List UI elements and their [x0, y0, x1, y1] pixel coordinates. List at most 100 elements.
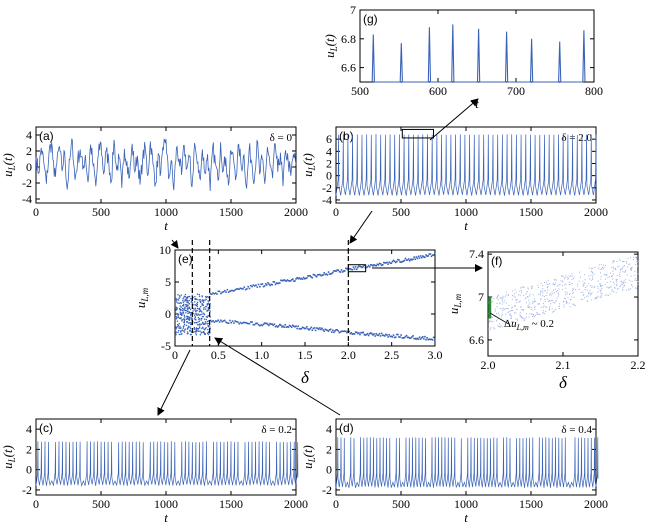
band-point — [203, 301, 205, 304]
zoom-point — [608, 287, 610, 289]
zoom-point — [568, 284, 570, 286]
zoom-point — [563, 304, 565, 306]
zoom-point — [511, 290, 513, 292]
band-point — [197, 327, 200, 330]
zoom-point — [623, 285, 625, 287]
x-tick-label: 0 — [333, 205, 339, 219]
zoom-point — [507, 312, 509, 314]
zoom-point — [554, 284, 556, 286]
zoom-point — [566, 291, 568, 293]
zoom-point — [516, 318, 518, 320]
band-point — [175, 334, 177, 336]
branch-point — [213, 293, 216, 295]
branch-point — [416, 257, 419, 260]
branch-point — [221, 320, 223, 323]
branch-point — [400, 334, 402, 336]
zoom-point — [628, 264, 630, 266]
band-point — [201, 299, 203, 301]
zoom-point — [528, 316, 530, 318]
band-point — [208, 324, 210, 327]
band-point — [201, 327, 203, 330]
zoom-point — [613, 273, 615, 275]
band-point — [182, 299, 184, 302]
band-point — [181, 314, 183, 316]
branch-point — [322, 273, 324, 276]
branch-point — [212, 292, 214, 294]
branch-point — [235, 288, 238, 290]
x-tick-label: 1000 — [454, 497, 478, 511]
zoom-point — [565, 298, 567, 300]
branch-point — [289, 325, 292, 327]
zoom-point — [544, 290, 546, 292]
zoom-point — [552, 301, 554, 303]
band-point — [207, 300, 209, 302]
x-tick-label: 500 — [92, 205, 110, 219]
zoom-point — [583, 294, 585, 296]
band-point — [176, 316, 178, 318]
zoom-point — [546, 283, 548, 285]
plot-frame — [35, 126, 297, 204]
branch-point — [271, 323, 274, 325]
branch-point — [338, 270, 341, 273]
zoom-point — [634, 279, 636, 281]
band-point — [182, 327, 185, 329]
zoom-point — [612, 266, 614, 268]
zoom-point — [571, 275, 573, 277]
zoom-point — [542, 312, 544, 314]
band-point — [207, 308, 210, 311]
zoom-point — [540, 292, 542, 294]
branch-point — [240, 322, 243, 325]
branch-point — [230, 321, 233, 324]
zoom-point — [544, 313, 546, 315]
zoom-point — [584, 274, 586, 276]
band-point — [199, 324, 201, 326]
band-point — [186, 297, 188, 299]
branch-point — [327, 271, 330, 273]
branch-point — [370, 332, 372, 334]
zoom-point — [526, 296, 528, 298]
zoom-point — [507, 294, 509, 296]
branch-point — [284, 323, 287, 326]
zoom-point — [527, 296, 529, 298]
zoom-point — [517, 294, 519, 296]
branch-point — [361, 331, 363, 334]
zoom-point — [637, 273, 639, 275]
branch-point — [429, 253, 432, 255]
branch-point — [381, 263, 384, 266]
zoom-point — [558, 288, 560, 290]
band-point — [183, 314, 185, 316]
branch-point — [407, 336, 410, 339]
branch-point — [329, 273, 332, 275]
panel-label: (b) — [339, 129, 354, 143]
branch-point — [297, 325, 300, 328]
branch-point — [315, 275, 318, 278]
branch-point — [280, 279, 282, 282]
branch-point — [411, 336, 413, 338]
branch-point — [335, 270, 337, 272]
zoom-point — [580, 291, 582, 293]
y-tick-label: 2 — [26, 442, 32, 456]
band-point — [196, 298, 198, 301]
zoom-point — [600, 295, 602, 297]
band-point — [185, 312, 187, 314]
branch-point — [344, 330, 346, 332]
zoom-point — [604, 294, 606, 296]
series-line — [335, 134, 597, 196]
zoom-point — [631, 268, 633, 270]
zoom-point — [518, 301, 520, 303]
branch-point — [318, 328, 320, 331]
branch-point — [396, 333, 398, 336]
branch-point — [406, 259, 409, 261]
branch-point — [336, 329, 339, 331]
y-axis-label: uL,m — [446, 293, 463, 314]
zoom-point — [518, 301, 520, 303]
zoom-point — [555, 300, 557, 302]
zoom-point — [613, 260, 615, 262]
zoom-point — [525, 297, 527, 299]
band-point — [199, 305, 202, 308]
zoom-point — [520, 306, 522, 308]
x-tick-label: 1500 — [219, 205, 243, 219]
band-point — [181, 307, 184, 310]
branch-point — [380, 332, 383, 335]
band-point — [202, 327, 204, 329]
